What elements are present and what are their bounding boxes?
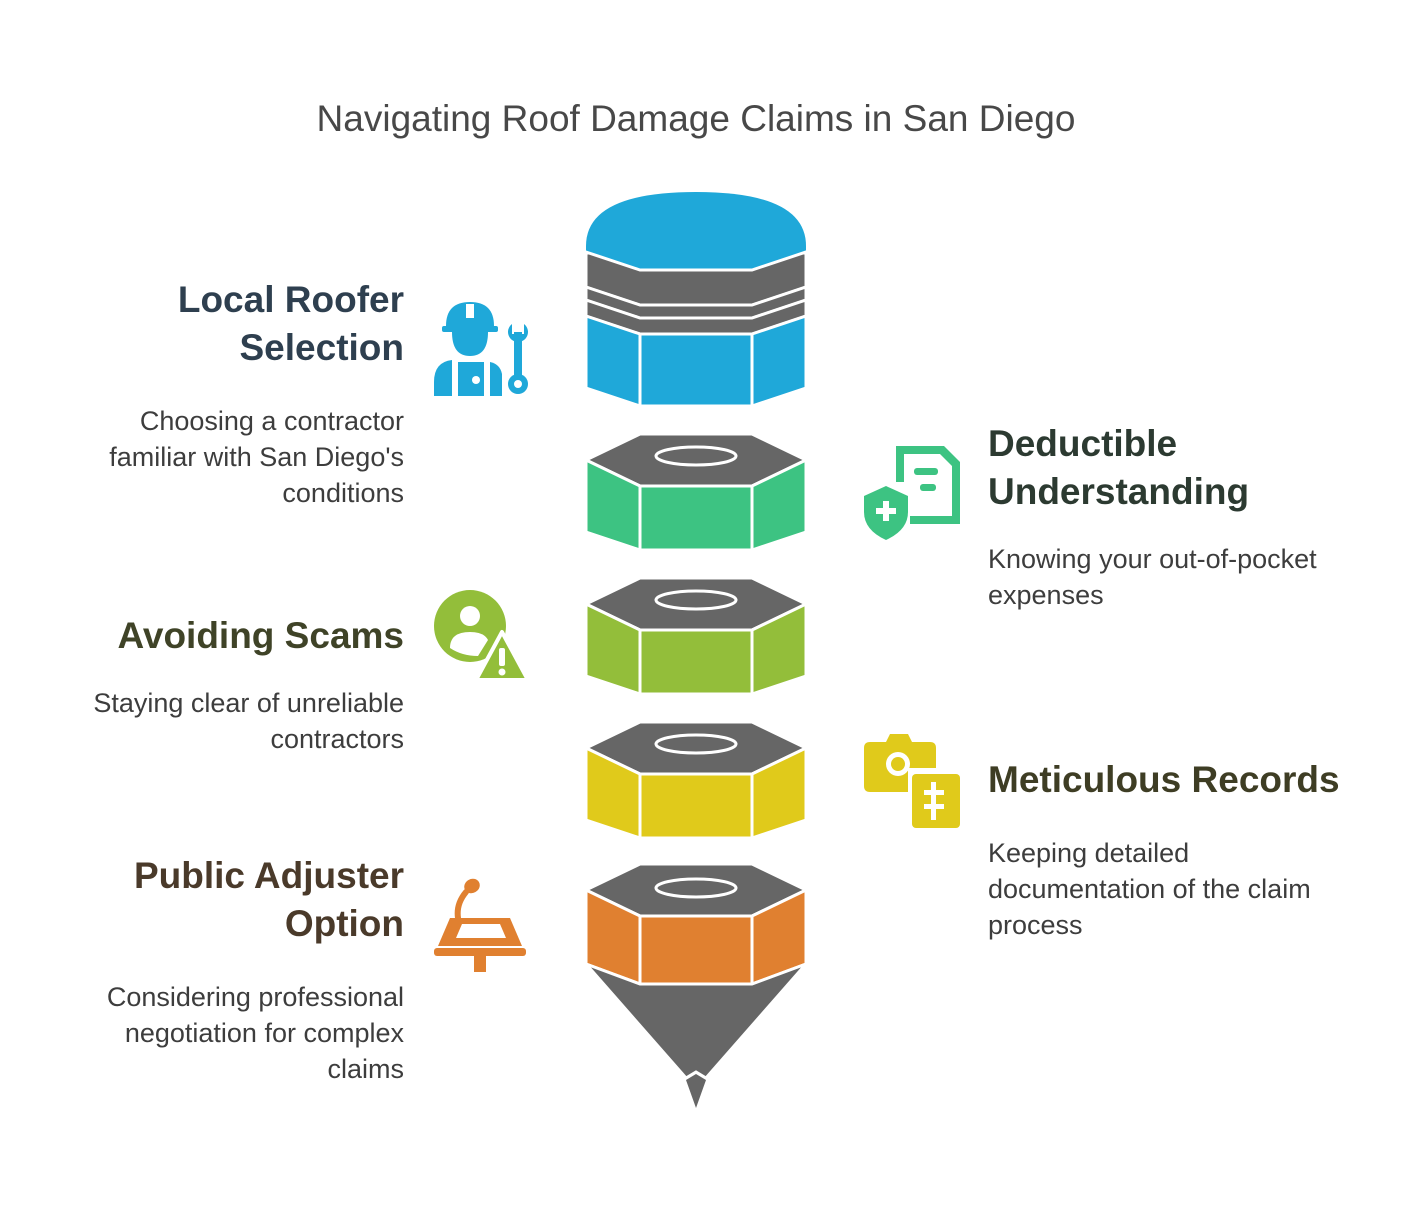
- tower-nut-orange: [582, 862, 810, 987]
- tower-cap-layer: [584, 192, 808, 409]
- meticulous-records-heading: Meticulous Records: [988, 756, 1388, 804]
- description-line: Staying clear of unreliable: [93, 688, 404, 718]
- public-adjuster-heading: Public Adjuster Option: [60, 852, 404, 948]
- heading-line: Selection: [239, 327, 405, 368]
- description-line: claims: [327, 1054, 404, 1084]
- worker-wrench-icon: [434, 302, 528, 396]
- heading-line: Avoiding Scams: [117, 615, 404, 656]
- description-line: conditions: [282, 478, 404, 508]
- heading-line: Option: [284, 903, 404, 944]
- user-warning-icon: [434, 590, 530, 682]
- description-line: negotiation for complex: [124, 1018, 404, 1048]
- tower-nut-lime: [582, 576, 810, 697]
- document-shield-icon: [864, 446, 960, 540]
- tower-nut-yellow: [582, 720, 810, 841]
- description-line: process: [988, 910, 1083, 940]
- description-line: expenses: [988, 580, 1104, 610]
- heading-line: Understanding: [988, 471, 1250, 512]
- description-line: documentation of the claim: [988, 874, 1311, 904]
- local-roofer-description: Choosing a contractor familiar with San …: [40, 403, 404, 511]
- description-line: contractors: [270, 724, 404, 754]
- description-line: familiar with San Diego's: [109, 442, 404, 472]
- description-line: Considering professional: [106, 982, 404, 1012]
- avoiding-scams-description: Staying clear of unreliable contractors: [40, 685, 404, 757]
- description-line: Choosing a contractor: [139, 406, 404, 436]
- deductible-heading: Deductible Understanding: [988, 420, 1388, 516]
- avoiding-scams-heading: Avoiding Scams: [60, 612, 404, 660]
- heading-line: Meticulous Records: [988, 759, 1340, 800]
- heading-line: Public Adjuster: [133, 855, 404, 896]
- description-line: Knowing your out-of-pocket: [988, 544, 1317, 574]
- public-adjuster-description: Considering professional negotiation for…: [40, 979, 404, 1087]
- local-roofer-heading: Local Roofer Selection: [100, 276, 404, 372]
- camera-document-icon: [864, 734, 960, 828]
- meticulous-records-description: Keeping detailed documentation of the cl…: [988, 835, 1388, 943]
- tower-nut-green: [582, 432, 810, 553]
- tower-spike: [584, 962, 808, 1108]
- deductible-description: Knowing your out-of-pocket expenses: [988, 541, 1388, 613]
- podium-microphone-icon: [434, 878, 526, 972]
- description-line: Keeping detailed: [988, 838, 1190, 868]
- diagram-title: Navigating Roof Damage Claims in San Die…: [316, 98, 1076, 139]
- heading-line: Deductible: [988, 423, 1178, 464]
- heading-line: Local Roofer: [177, 279, 404, 320]
